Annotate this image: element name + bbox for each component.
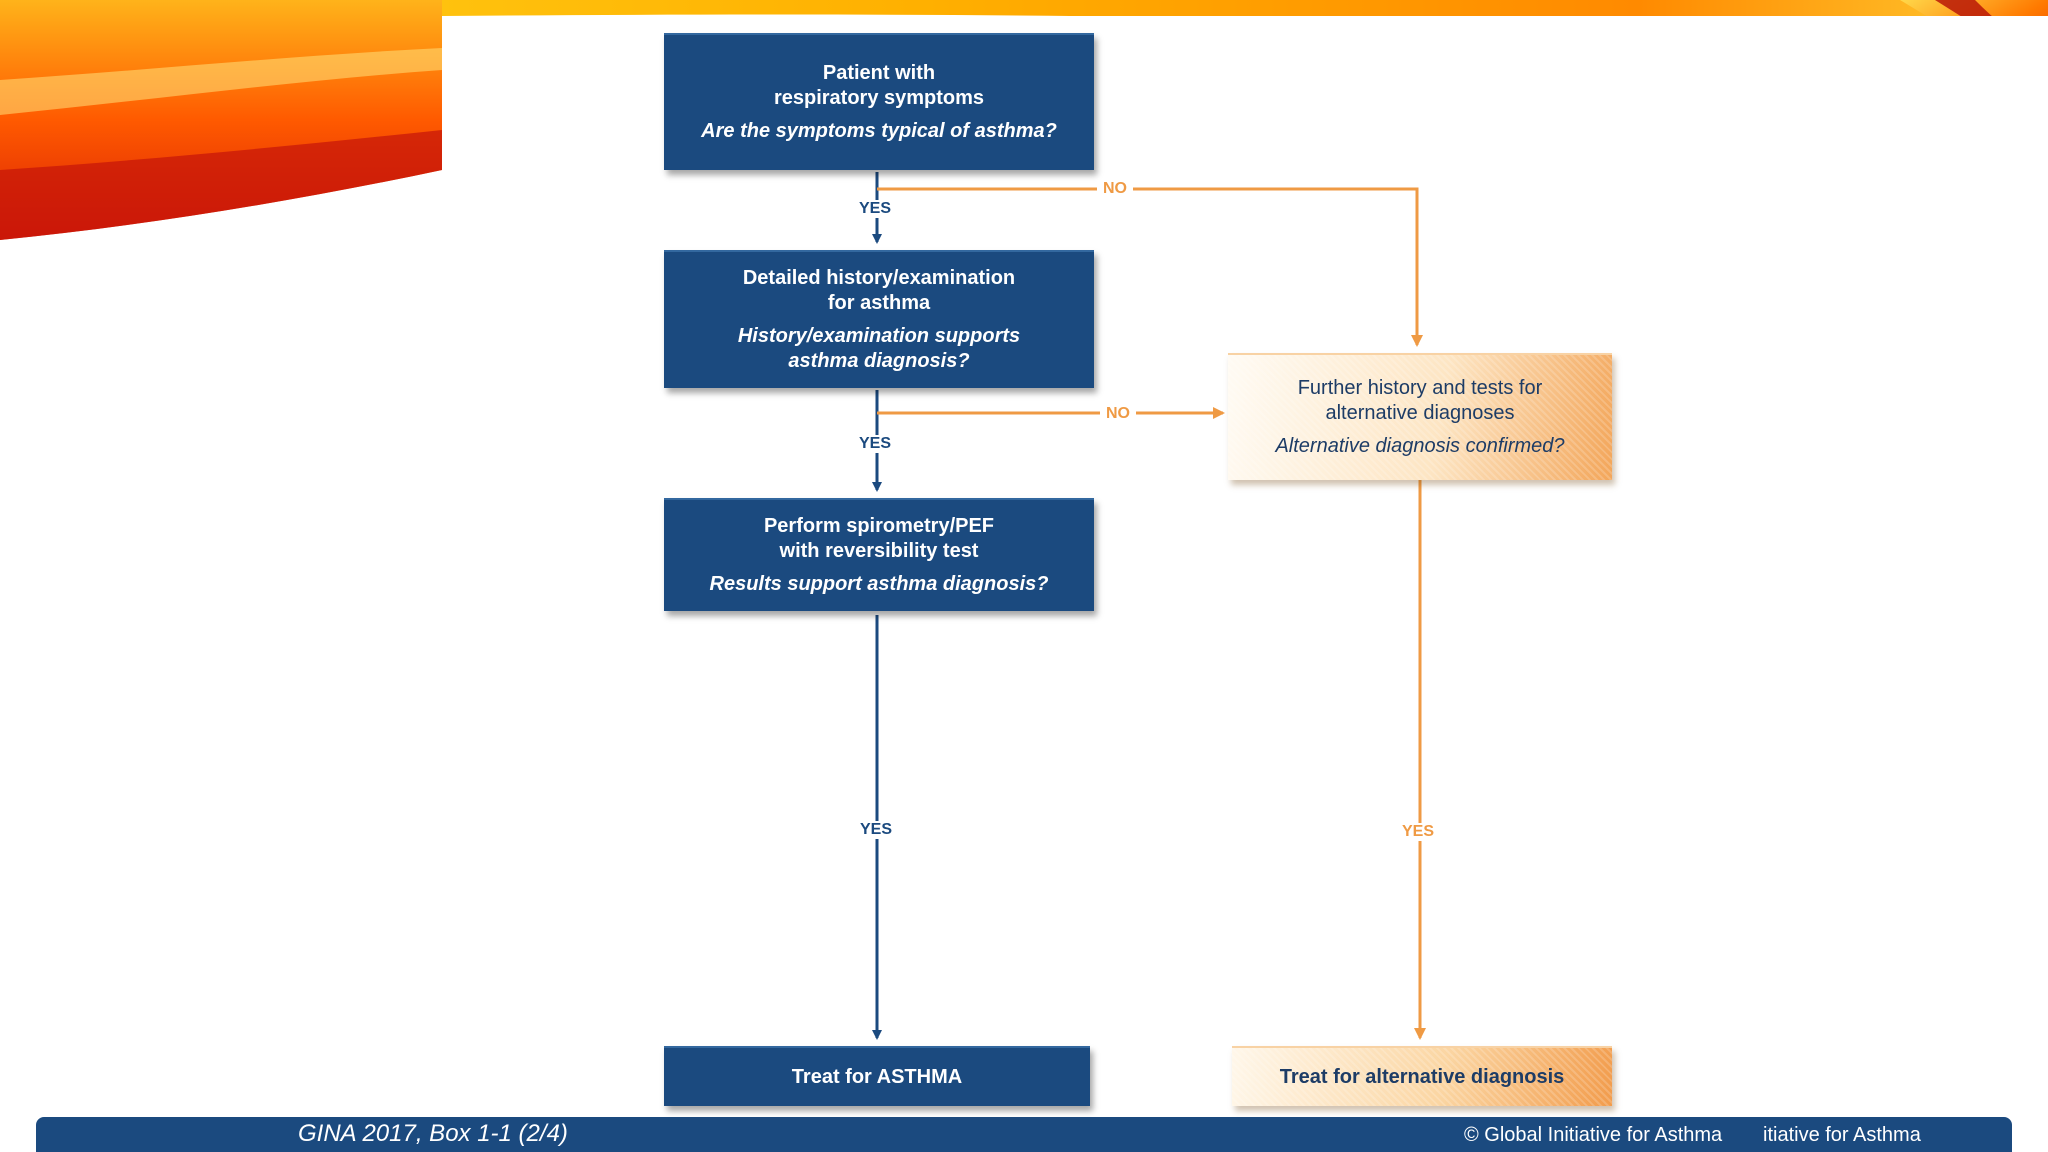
connector-no-patient-to-further: [877, 187, 1423, 347]
box-further-history-tests: Further history and tests for alternativ…: [1228, 353, 1612, 480]
label-no-2: NO: [1100, 405, 1136, 423]
box-spirometry-title-line-1: Perform spirometry/PEF: [763, 515, 995, 537]
box-history-question-line-2: asthma diagnosis?: [788, 350, 970, 372]
label-yes-4: YES: [1396, 823, 1441, 841]
label-no-1: NO: [1097, 180, 1133, 198]
box-spirometry-question: Results support asthma diagnosis?: [709, 573, 1049, 595]
box-further-question: Alternative diagnosis confirmed?: [1275, 435, 1565, 457]
box-further-title-line-1: Further history and tests for: [1297, 377, 1543, 399]
swoosh-left-highlight: [0, 48, 442, 115]
box-treat-alternative: Treat for alternative diagnosis: [1232, 1046, 1612, 1106]
box-patient-title-line-1: Patient with: [822, 62, 936, 84]
footer-copyright-fragment: itiative for Asthma: [1763, 1124, 1921, 1146]
box-detailed-history: Detailed history/examination for asthma …: [664, 250, 1094, 388]
box-treat-alternative-label: Treat for alternative diagnosis: [1279, 1065, 1565, 1088]
box-patient-symptoms: Patient with respiratory symptoms Are th…: [664, 33, 1094, 170]
swoosh-left-deep: [0, 130, 442, 240]
box-further-title-line-2: alternative diagnoses: [1325, 402, 1515, 424]
label-yes-1: YES: [853, 200, 898, 218]
box-history-question-line-1: History/examination supports: [737, 325, 1021, 347]
footer-bar: GINA 2017, Box 1-1 (2/4) © Global Initia…: [36, 1117, 2012, 1152]
box-treat-asthma-label: Treat for ASTHMA: [791, 1065, 963, 1088]
label-yes-3: YES: [854, 821, 899, 839]
box-spirometry-title-line-2: with reversibility test: [779, 540, 979, 562]
box-treat-asthma: Treat for ASTHMA: [664, 1046, 1090, 1106]
box-patient-title-line-2: respiratory symptoms: [773, 87, 985, 109]
box-spirometry: Perform spirometry/PEF with reversibilit…: [664, 498, 1094, 611]
footer-copyright: © Global Initiative for Asthma: [1464, 1124, 1723, 1146]
label-yes-2: YES: [853, 435, 898, 453]
box-history-title-line-1: Detailed history/examination: [742, 267, 1016, 289]
box-patient-question: Are the symptoms typical of asthma?: [701, 120, 1057, 142]
box-history-title-line-2: for asthma: [827, 292, 931, 314]
footer-source-citation: GINA 2017, Box 1-1 (2/4): [298, 1120, 568, 1147]
